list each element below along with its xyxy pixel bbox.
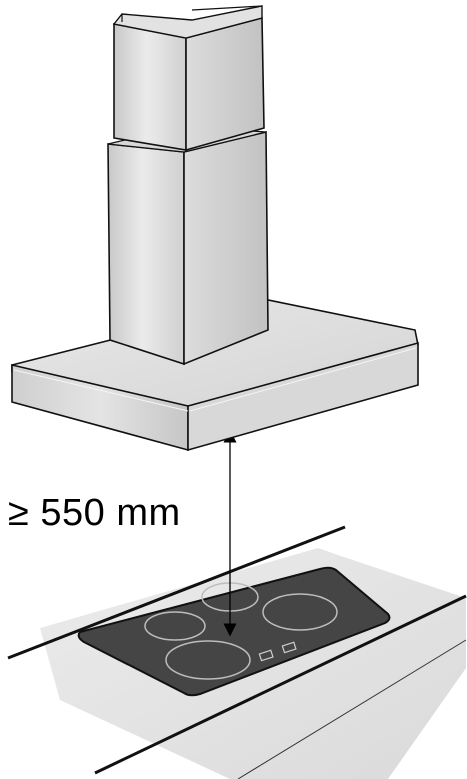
hob-zone-back-left: [144, 611, 206, 641]
hob-control-right: [281, 641, 297, 654]
hood-chimney-upper: [112, 5, 265, 152]
hob-zone-right: [262, 593, 338, 631]
hob-control-left: [258, 649, 274, 662]
hob-zone-front: [165, 640, 251, 680]
clearance-dimension-label: ≥ 550 mm: [8, 492, 181, 534]
hood-canopy: [11, 299, 419, 452]
hood-chimney-lower: [107, 125, 269, 366]
